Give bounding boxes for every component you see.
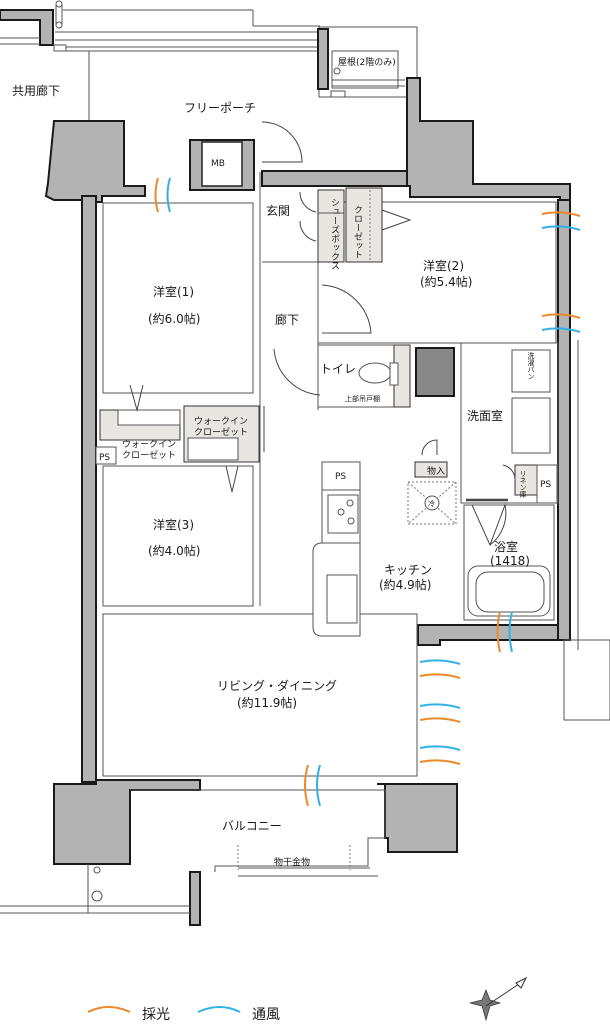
lighting-legend-icon [87,1006,131,1013]
room-washroom: 洗面室 [467,408,503,423]
room-western1-name: 洋室(1) [153,284,194,299]
label-ps-kitchen: PS [335,472,346,482]
room-western3-size: (約4.0帖) [148,543,200,558]
interior-walls [95,172,610,777]
room-western2-size: (約5.4帖) [420,274,472,289]
legend-ventilation-label: 通風 [252,1007,280,1023]
label-mb: MB [211,159,225,169]
label-free-porch: フリーポーチ [184,101,256,115]
label-drying-hardware: 物干金物 [274,856,310,868]
balcony-area [0,789,386,914]
label-wic1-line2: クローゼット [122,449,176,461]
airflow-markers [154,177,581,807]
label-laundry-pan: 洗濯パン [527,351,535,380]
label-shoebox: シューズボックス [329,198,340,270]
storage-units [317,187,412,263]
ventilation-legend-icon [197,1006,241,1013]
label-linen: リネン庫 [519,470,527,499]
label-wic1-line1: ウォークイン [122,439,176,450]
room-kitchen-size: (約4.9帖) [379,577,431,592]
room-western3-name: 洋室(3) [153,517,194,532]
label-ps-wic: PS [99,453,110,463]
labels: 共用廊下 フリーポーチ 屋根(2階のみ) MB 洋室(1) (約6.0帖) 洋室… [12,56,551,868]
room-bath-name: 浴室 [494,539,518,554]
stove-burners-icon [337,499,355,525]
structure-walls [44,77,571,926]
label-wic2-line2: クローゼット [194,426,248,438]
room-bath-size: (1418) [490,554,530,568]
label-fridge: 冷 [428,499,435,508]
legend: 採光 通風 [87,1006,280,1023]
compass-icon [469,976,528,1022]
label-wic2-line1: ウォークイン [194,416,248,427]
room-kitchen-name: キッチン [384,563,432,577]
doors [129,121,516,547]
room-toilet: トイレ [320,362,356,376]
label-balcony: バルコニー [222,819,282,833]
label-common-corridor: 共用廊下 [12,83,60,98]
label-upper-cabinet: 上部吊戸棚 [345,394,380,403]
label-closet: クローゼット [352,205,363,259]
room-western1-size: (約6.0帖) [148,311,200,326]
room-living-size: (約11.9帖) [237,695,297,710]
label-ps-wash: PS [540,480,551,490]
label-storage-in: 物入 [427,465,445,477]
room-living-name: リビング・ダイニング [217,678,337,693]
room-entrance: 玄関 [266,203,290,218]
room-western2-name: 洋室(2) [423,258,464,273]
top-exterior [0,0,418,120]
legend-lighting-label: 採光 [142,1007,170,1023]
label-roof: 屋根(2階のみ) [338,56,396,68]
room-hallway: 廊下 [275,312,299,327]
